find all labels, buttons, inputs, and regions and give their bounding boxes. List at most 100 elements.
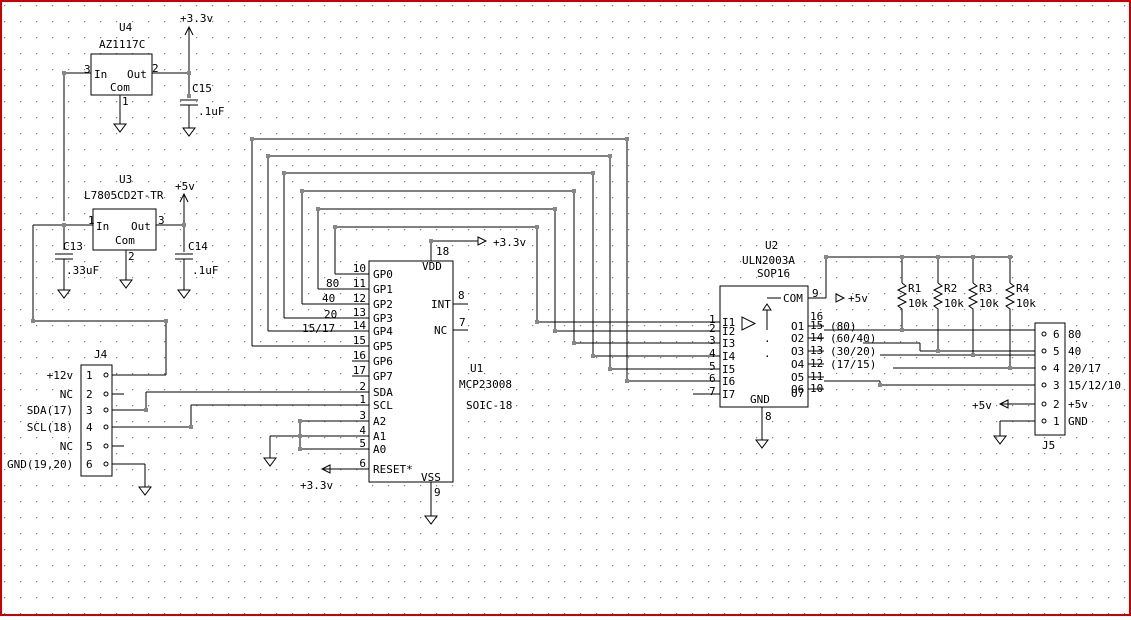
junction-node — [300, 189, 304, 193]
u2-input-number: 1 — [709, 313, 716, 326]
u4-wires — [63, 33, 190, 221]
u2-input-label: I3 — [722, 337, 735, 350]
ground-u4 — [113, 123, 127, 133]
capacitor-c15[interactable]: C15 .1uF — [180, 82, 225, 128]
j5-pin-contact — [1041, 348, 1047, 354]
rail-5v-label-c: +5v — [972, 399, 992, 412]
c14-value: .1uF — [192, 264, 219, 277]
u2-com-pin: 9 — [812, 287, 819, 300]
u3-ref: U3 — [119, 173, 132, 186]
junction-node — [608, 367, 612, 371]
u1-int-label: INT — [431, 298, 451, 311]
ground-c13 — [57, 289, 71, 299]
junction-node — [31, 319, 35, 323]
u2-output-number: 10 — [810, 382, 823, 395]
j5-body — [1034, 322, 1066, 436]
rail-5v-label-a: +5v — [175, 180, 195, 193]
u2-input-number: 5 — [709, 360, 716, 373]
junction-node — [333, 225, 337, 229]
junction-node — [298, 434, 302, 438]
rail-3v3-u1: +3.3v — [477, 236, 526, 249]
junction-node — [298, 447, 302, 451]
rail-3v3-reset: +3.3v — [300, 464, 333, 492]
resistor-ref: R3 — [979, 282, 992, 295]
u3-pin-com-number: 2 — [128, 250, 135, 263]
u2-output-label: O3 — [791, 345, 804, 358]
u1-pin-number: 2 — [359, 380, 366, 393]
ground-j5 — [993, 435, 1007, 445]
u1-pin-label: A1 — [373, 430, 386, 443]
u2-output-number: 12 — [810, 357, 823, 370]
j4-pin-number: 5 — [86, 440, 93, 453]
resistor-value: 10k — [979, 297, 999, 310]
rail-5v-label-b: +5v — [848, 292, 868, 305]
u2-output-label: O6 — [791, 383, 804, 396]
j5-pin-label: 80 — [1068, 328, 1081, 341]
j5-pin-label: 40 — [1068, 345, 1081, 358]
u1-aux-wires — [430, 240, 478, 516]
j4-ref: J4 — [94, 348, 108, 361]
net-label-80: 80 — [326, 277, 339, 290]
j5-ref: J5 — [1042, 439, 1055, 452]
u1-pin-label: GP2 — [373, 298, 393, 311]
u1-pin-number: 13 — [353, 306, 366, 319]
u1-pin-label: GP5 — [373, 340, 393, 353]
u1-pin-number: 16 — [353, 349, 366, 362]
u3-com-label: Com — [115, 234, 135, 247]
j5-pin-contact — [1041, 382, 1047, 388]
u2-output-label: O2 — [791, 332, 804, 345]
j5-pin-number: 2 — [1053, 398, 1060, 411]
u1-pin-label: GP0 — [373, 268, 393, 281]
ground-u3 — [119, 279, 133, 289]
j4-pin-label: SCL(18) — [27, 421, 73, 434]
u4-out-label: Out — [127, 68, 147, 81]
junction-node — [878, 383, 882, 387]
io-expander-u1[interactable]: VDD VSS INT NC 18 9 8 7 U1 MCP23008 SOIC… — [352, 245, 512, 499]
output-wires — [824, 320, 1040, 436]
regulator-u4[interactable]: U4 AZ1117C In Out Com 3 2 1 — [84, 21, 159, 108]
junction-node — [266, 154, 270, 158]
junction-node — [971, 353, 975, 357]
junction-node — [182, 223, 186, 227]
j4-pin-label: +12v — [47, 369, 74, 382]
junction-node — [282, 171, 286, 175]
u1-vdd-pin: 18 — [436, 245, 449, 258]
junction-node — [900, 328, 904, 332]
j4-pin-number: 6 — [86, 458, 93, 471]
u2-part: ULN2003A — [742, 254, 795, 267]
u2-output-number: 15 — [810, 319, 823, 332]
ground-address — [263, 457, 277, 467]
u1-pin-number: 15 — [353, 334, 366, 347]
u2-pin-16: 16 — [810, 310, 823, 323]
j4-pin-contact — [103, 372, 109, 378]
junction-node — [553, 329, 557, 333]
regulator-u3[interactable]: U3 L7805CD2T-TR In Out Com 1 3 2 — [84, 173, 165, 263]
net-label-15-17: 15/17 — [302, 322, 335, 335]
capacitor-c13[interactable]: C13 .33uF — [55, 240, 99, 290]
capacitor-c14[interactable]: C14 .1uF — [175, 240, 219, 290]
junction-node — [535, 320, 539, 324]
resistor-zigzag — [1004, 282, 1016, 320]
u2-gnd-label: GND — [750, 393, 770, 406]
u1-vss-label: VSS — [421, 471, 441, 484]
rail-5v-left: +5v — [175, 180, 195, 203]
u2-com-label: COM — [783, 292, 803, 305]
j5-pin-number: 3 — [1053, 379, 1060, 392]
u1-body — [368, 260, 454, 483]
c15-value: .1uF — [198, 105, 225, 118]
u2-output-note: (60/40) — [830, 332, 876, 345]
u2-dots: · — [764, 335, 771, 348]
resistor-zigzag — [967, 282, 979, 320]
u1-pin-number: 14 — [353, 319, 367, 332]
junction-node — [971, 255, 975, 259]
u1-pin-label: GP7 — [373, 370, 393, 383]
